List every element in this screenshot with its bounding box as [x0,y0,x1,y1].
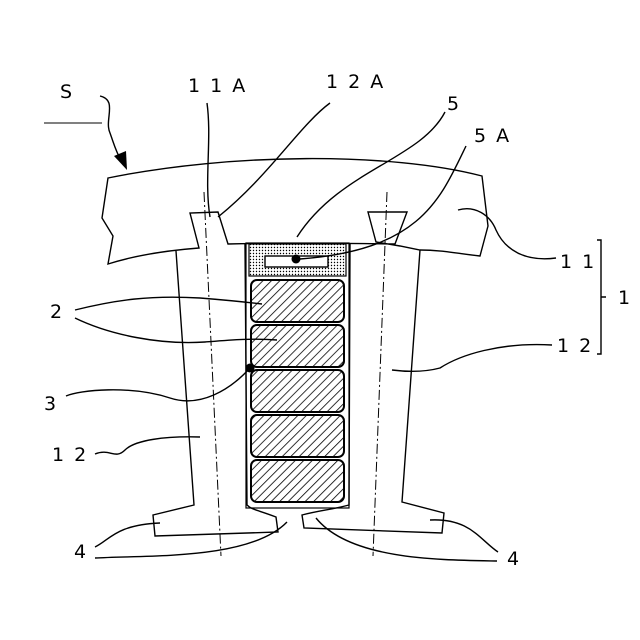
leader-11 [458,209,556,259]
leader-2a [75,297,262,310]
coil-conductor [251,415,344,457]
leader-4r-b [316,518,497,561]
sensor-point [292,255,301,264]
leader-4l-a [95,523,160,547]
s-arrow-curve [100,96,121,160]
label-2: 2 [50,301,64,323]
label-11a: 1 1 A [188,75,247,97]
label-5: 5 [447,93,461,115]
leader-4r-a [430,520,498,552]
label-4-right: 4 [507,548,521,570]
label-12-right: 1 2 [557,335,593,357]
coil-conductor [251,460,344,502]
centerline-right [373,192,387,556]
label-12-left: 1 2 [52,444,88,466]
coil-conductor [251,370,344,412]
leader-11a [207,103,210,217]
label-1: 1 [618,287,632,309]
leader-12a [218,103,330,217]
leader-3 [66,368,250,401]
coil-conductor [251,325,344,367]
label-5a: 5 A [474,125,511,147]
centerline-left [204,192,221,556]
leader-12l [95,437,200,454]
leader-4l-b [95,522,287,558]
label-4-left: 4 [74,541,88,563]
label-s: S [60,81,74,103]
leader-2b [75,318,277,343]
leader-5a [300,146,466,259]
label-3: 3 [44,393,58,415]
label-11: 1 1 [560,251,596,273]
bracket-1 [597,240,606,354]
label-12a: 1 2 A [326,71,385,93]
leader-12r [392,345,552,372]
leader-5 [297,112,445,237]
coil-conductor [251,280,344,322]
s-arrow-head [114,151,127,170]
